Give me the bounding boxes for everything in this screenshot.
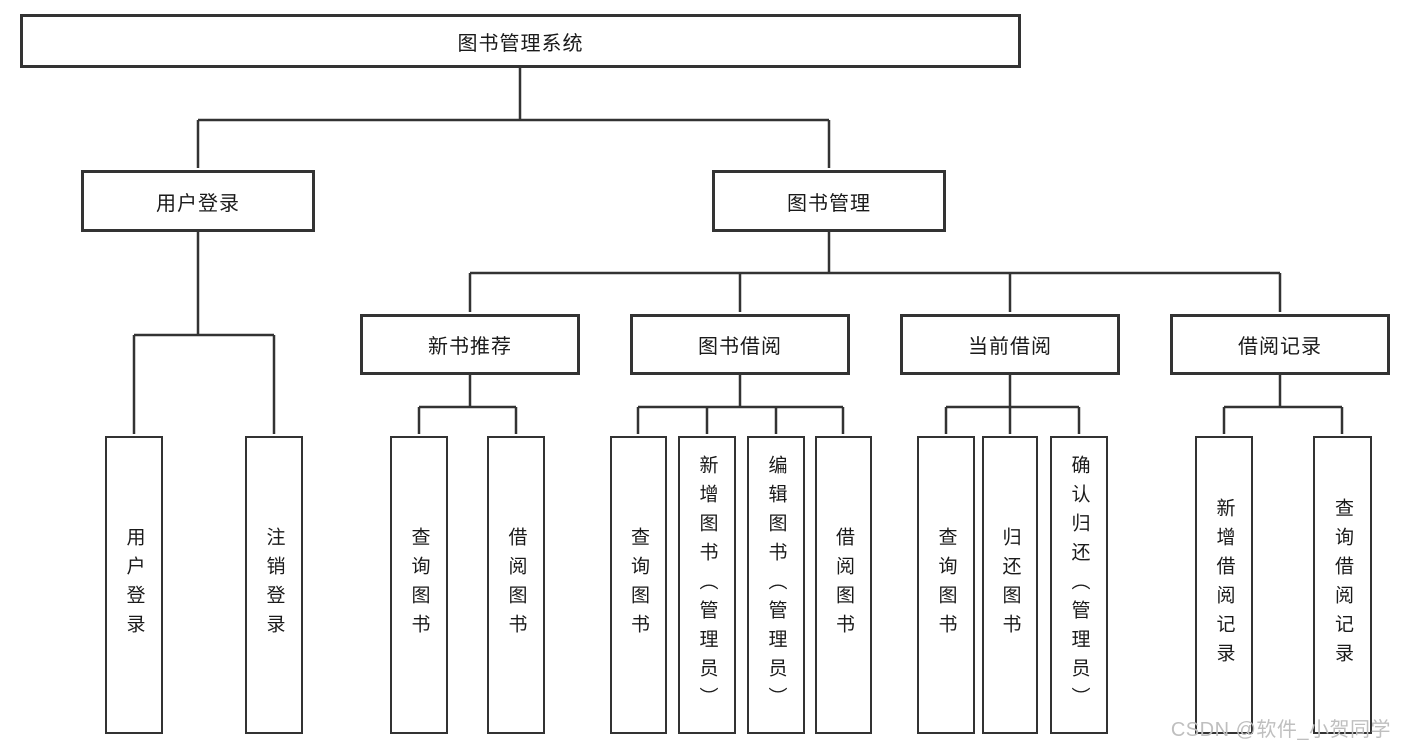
leaf-borrowing-borrow-books: 借阅图书 — [815, 436, 872, 734]
node-borrowing-records: 借阅记录 — [1170, 314, 1390, 375]
leaf-current-confirm-return-admin: 确认归还（管理员） — [1050, 436, 1108, 734]
leaf-label: 借阅图书 — [505, 527, 527, 643]
leaf-borrowing-query-books: 查询图书 — [610, 436, 667, 734]
leaf-records-add-record: 新增借阅记录 — [1195, 436, 1253, 734]
leaf-current-return-books: 归还图书 — [982, 436, 1038, 734]
leaf-records-query-record: 查询借阅记录 — [1313, 436, 1372, 734]
leaf-newbook-borrow-books: 借阅图书 — [487, 436, 545, 734]
node-book-management: 图书管理 — [712, 170, 946, 232]
leaf-label: 查询图书 — [628, 527, 649, 643]
leaf-current-query-books: 查询图书 — [917, 436, 975, 734]
leaf-borrowing-add-books-admin: 新增图书（管理员） — [678, 436, 736, 734]
leaf-borrowing-edit-books-admin: 编辑图书（管理员） — [747, 436, 805, 734]
leaf-logout-login: 注销登录 — [245, 436, 303, 734]
watermark: CSDN @软件_小贺同学 — [1170, 719, 1391, 741]
leaf-label: 借阅图书 — [833, 527, 854, 643]
leaf-label: 新增图书（管理员） — [696, 454, 718, 716]
leaf-label: 用户登录 — [123, 527, 145, 643]
leaf-label: 确认归还（管理员） — [1068, 454, 1090, 716]
node-book-borrowing: 图书借阅 — [630, 314, 850, 375]
leaf-label: 查询图书 — [408, 527, 430, 643]
leaf-label: 查询图书 — [935, 527, 957, 643]
leaf-label: 编辑图书（管理员） — [765, 454, 787, 716]
leaf-label: 归还图书 — [999, 527, 1021, 643]
node-current-borrowing: 当前借阅 — [900, 314, 1120, 375]
node-root: 图书管理系统 — [20, 14, 1021, 68]
leaf-label: 新增借阅记录 — [1213, 498, 1235, 672]
leaf-label: 查询借阅记录 — [1332, 498, 1353, 672]
leaf-user-login: 用户登录 — [105, 436, 163, 734]
leaf-label: 注销登录 — [263, 527, 285, 643]
leaf-newbook-query-books: 查询图书 — [390, 436, 448, 734]
node-user-login: 用户登录 — [81, 170, 315, 232]
node-new-book-recommendation: 新书推荐 — [360, 314, 580, 375]
